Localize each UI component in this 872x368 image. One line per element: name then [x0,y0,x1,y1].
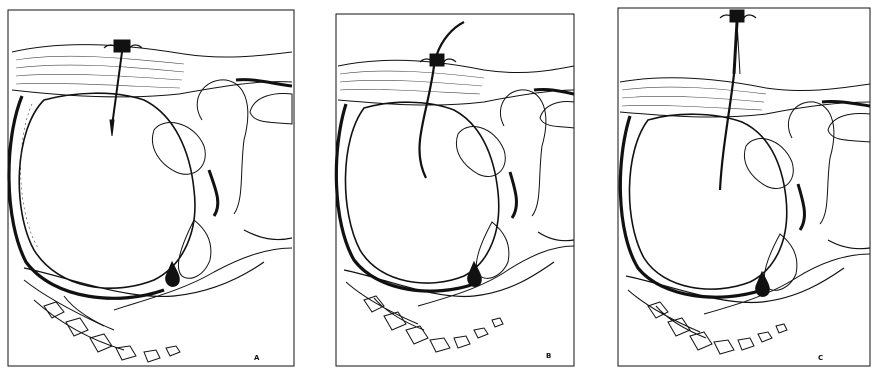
vertebrae [364,296,503,352]
symphysis-outline [788,102,833,224]
pubic-bone [152,123,205,175]
panel-c-drawing [618,8,870,366]
urethra-dark [510,172,516,218]
bladder-wall-dark [336,104,474,291]
bladder-wall-dark [9,96,164,298]
rectum-outline [24,230,292,296]
wall-muscle-lines [16,56,184,88]
abdominal-wall-inner [620,102,870,117]
abdominal-skin [620,78,870,91]
panel-letter-c: C [818,354,824,362]
panel-b: B [334,0,578,368]
panel-a-frame [8,10,294,366]
diagram-c [616,0,872,368]
symphysis-outline [500,90,545,216]
intestine-loop [250,94,292,124]
abdominal-skin [338,60,574,72]
prostate [764,234,796,290]
bladder-wall-dark [620,116,762,297]
vertebrae [44,302,180,362]
diagram-a [4,0,296,368]
prostate [476,222,508,278]
intestine-loop [828,114,870,142]
urethra-dark [798,184,804,230]
urethra-dark [209,170,218,216]
panel-a: A [4,0,296,368]
seminal-vesicle [468,262,482,286]
panel-c-frame [618,8,870,366]
seminal-vesicle [166,262,180,286]
pelvic-floor [114,248,292,310]
panel-a-drawing [8,10,294,366]
pelvic-floor [704,254,870,314]
bladder-outline [629,114,786,289]
sacral-lines [24,280,124,350]
panel-letter-a: A [254,354,260,362]
wall-muscle-lines [622,87,766,110]
panel-b-drawing [336,14,574,366]
panel-b-frame [336,14,574,366]
prostate [178,220,210,278]
panel-letter-b: B [546,352,552,360]
trocar-instrument [104,40,142,136]
wall-muscle-lines [340,71,484,94]
curved-catheter-instrument [419,22,464,178]
panel-c: C [616,0,872,368]
abdominal-skin [12,45,292,57]
diagram-b [334,0,578,368]
pubic-bone [456,127,505,177]
bladder-wall-texture [21,104,38,248]
peritoneum-dark [236,80,292,86]
